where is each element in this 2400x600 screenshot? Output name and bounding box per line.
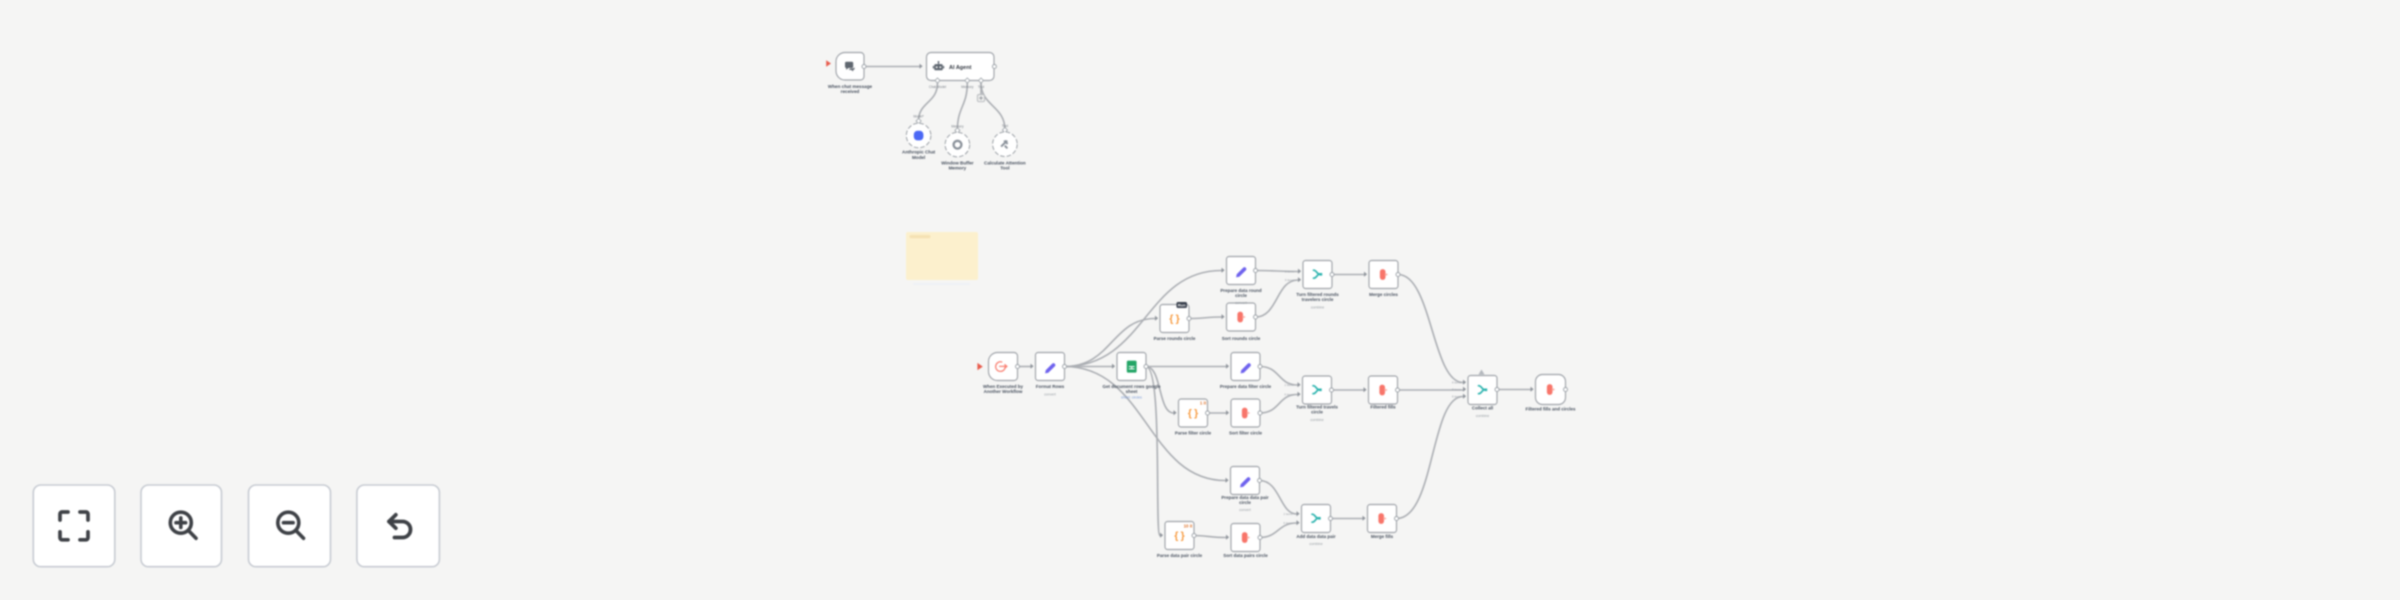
svg-text:Model*: Model*: [913, 115, 924, 119]
svg-text:Filtered fills and circles: Filtered fills and circles: [1525, 407, 1576, 412]
svg-text:received: received: [841, 89, 860, 94]
svg-text:Another Workflow: Another Workflow: [984, 389, 1023, 394]
svg-text:8 items: 8 items: [1452, 381, 1462, 385]
svg-text:Merge fills: Merge fills: [1371, 534, 1394, 539]
svg-text:2 items: 2 items: [1285, 270, 1295, 274]
svg-text:8 items: 8 items: [1452, 388, 1462, 392]
svg-text:convert: convert: [1239, 508, 1251, 512]
svg-text:combine: combine: [1311, 306, 1325, 310]
svg-text:AI Agent: AI Agent: [949, 65, 972, 71]
svg-text:Chat Model: Chat Model: [929, 85, 947, 89]
svg-text:Run: Run: [1178, 303, 1186, 308]
svg-text:Memory: Memory: [961, 85, 974, 89]
svg-text:Tool: Tool: [1000, 166, 1009, 171]
svg-text:Collect all: Collect all: [1472, 406, 1493, 411]
svg-text:Sort rounds circle: Sort rounds circle: [1222, 336, 1261, 341]
svg-text:10 it: 10 it: [1184, 524, 1193, 529]
svg-text:8 items: 8 items: [1452, 395, 1462, 399]
svg-text:Parse rounds circle: Parse rounds circle: [1154, 336, 1196, 341]
svg-text:sheet: circles: sheet: circles: [1121, 395, 1142, 399]
svg-text:circle: circle: [1311, 410, 1323, 415]
svg-text:Memory: Memory: [951, 125, 964, 129]
svg-text:sheet: sheet: [1126, 389, 1138, 394]
svg-text:convert: convert: [1235, 301, 1247, 305]
svg-text:2 items: 2 items: [1283, 512, 1293, 516]
svg-text:travelers circle: travelers circle: [1302, 297, 1334, 302]
svg-text:2 items: 2 items: [1284, 383, 1294, 387]
svg-text:Prepare data filter circle: Prepare data filter circle: [1220, 384, 1272, 389]
svg-text:Turn filtered rounds: Turn filtered rounds: [1296, 292, 1339, 297]
svg-text:Parse filter circle: Parse filter circle: [1175, 431, 1212, 436]
svg-text:6 items: 6 items: [1285, 278, 1295, 282]
svg-text:combine: combine: [1476, 414, 1490, 418]
svg-text:Get document rows google: Get document rows google: [1102, 384, 1161, 389]
svg-text:Model: Model: [912, 155, 925, 160]
svg-text:Tool: Tool: [978, 85, 984, 89]
svg-text:Filtered fills: Filtered fills: [1370, 405, 1396, 410]
svg-text:Format Rows: Format Rows: [1036, 384, 1065, 389]
svg-text:Sort data pairs circle: Sort data pairs circle: [1223, 553, 1268, 558]
svg-text:When chat message: When chat message: [828, 84, 873, 89]
svg-text:circle: circle: [1239, 500, 1251, 505]
svg-text:6 items: 6 items: [1283, 521, 1293, 525]
svg-text:combine: combine: [1309, 542, 1323, 546]
svg-text:Add data data pair: Add data data pair: [1296, 534, 1336, 539]
svg-text:Window Buffer: Window Buffer: [941, 160, 974, 165]
svg-text:Parse data pair circle: Parse data pair circle: [1157, 553, 1203, 558]
svg-text:Prepare data round: Prepare data round: [1220, 288, 1262, 293]
svg-text:When Executed by: When Executed by: [983, 384, 1024, 389]
svg-text:Turn filtered travels: Turn filtered travels: [1296, 405, 1338, 410]
svg-text:1 it: 1 it: [1200, 401, 1207, 406]
svg-text:Memory: Memory: [949, 166, 967, 171]
svg-text:Calculate Attention: Calculate Attention: [984, 161, 1026, 166]
svg-text:6 items: 6 items: [1284, 393, 1294, 397]
svg-text:Sort filter circle: Sort filter circle: [1229, 431, 1263, 436]
svg-text:combine: combine: [1310, 418, 1324, 422]
svg-text:Tool: Tool: [1002, 124, 1008, 128]
svg-text:convert: convert: [1044, 392, 1056, 396]
svg-text:Anthropic Chat: Anthropic Chat: [902, 150, 936, 155]
svg-text:Merge circles: Merge circles: [1369, 292, 1398, 297]
svg-text:Prepare data data pair: Prepare data data pair: [1221, 495, 1269, 500]
svg-text:circle: circle: [1235, 293, 1247, 298]
